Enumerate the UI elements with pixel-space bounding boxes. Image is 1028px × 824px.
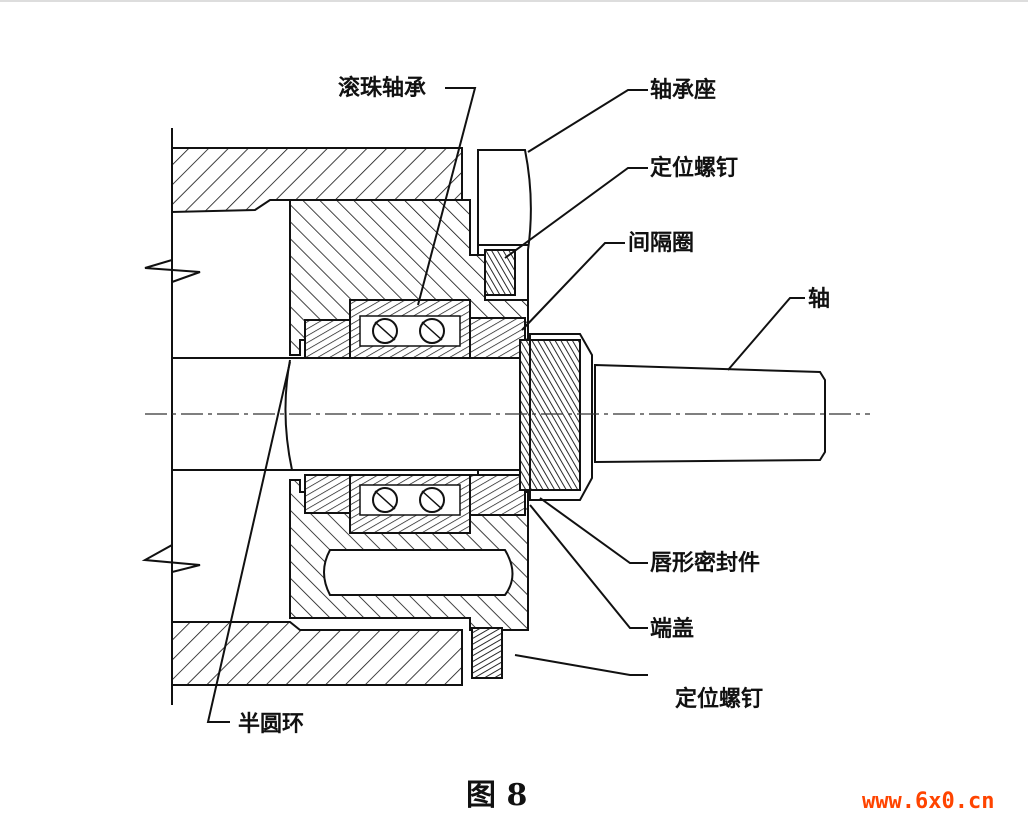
label-half-ring: 半圆环 xyxy=(238,712,304,737)
label-shaft: 轴 xyxy=(808,286,830,312)
label-bearing-housing: 轴承座 xyxy=(650,77,716,103)
figure-caption: 图 8 xyxy=(466,778,527,813)
label-end-cap: 端盖 xyxy=(650,616,694,642)
spacer-ring xyxy=(304,317,526,516)
bearing-housing xyxy=(171,147,463,686)
label-ball-bearing: 滚珠轴承 xyxy=(338,75,426,101)
watermark: www.6x0.cn xyxy=(862,789,994,814)
label-lip-seal: 唇形密封件 xyxy=(650,550,760,576)
label-spacer-ring: 间隔圈 xyxy=(628,231,694,256)
ball-bearing-bottom xyxy=(349,474,471,534)
label-set-screw-top: 定位螺钉 xyxy=(650,155,738,181)
lock-nut xyxy=(519,333,593,501)
set-screw-bottom-part xyxy=(471,627,503,679)
ball-bearing-top xyxy=(349,299,471,359)
label-set-screw-bottom: 定位螺钉 xyxy=(675,686,763,712)
set-screw-top-part xyxy=(484,249,516,296)
leader-lines xyxy=(206,87,805,723)
